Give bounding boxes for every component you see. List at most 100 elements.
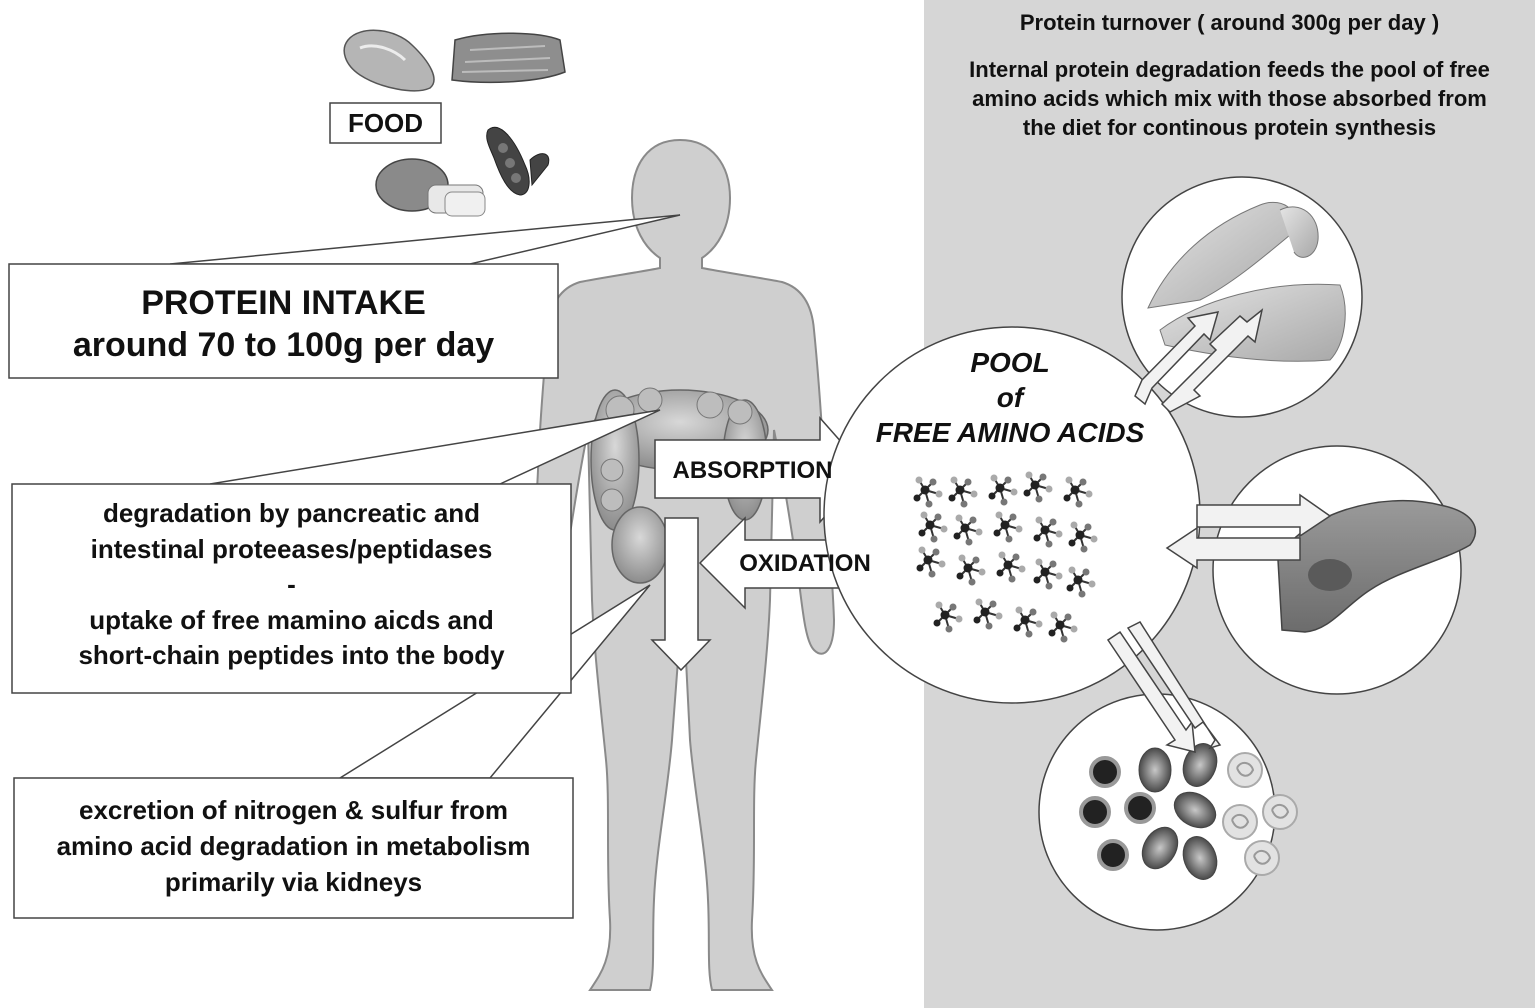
molecule-atom (1033, 576, 1041, 584)
molecule-atom (1033, 534, 1041, 542)
molecule-atom (1000, 520, 1010, 530)
molecule-atom (1005, 535, 1013, 543)
molecule-atom (932, 548, 940, 556)
excretion-line: amino acid degradation in metabolism (56, 831, 531, 861)
turnover-description: Internal protein degradation feeds the p… (924, 55, 1535, 142)
molecule-atom (1065, 476, 1073, 484)
molecule-atom (1055, 620, 1065, 630)
platelet-cell (1227, 752, 1263, 788)
molecule-atom (960, 523, 970, 533)
molecule-atom (1090, 535, 1098, 543)
molecule-atom (993, 529, 1001, 537)
degradation-line: - (287, 569, 296, 599)
platelet-nucleus (1253, 850, 1272, 865)
molecule-atom (1015, 525, 1023, 533)
molecule-atom (1008, 575, 1016, 583)
molecule-atom (1070, 625, 1078, 633)
molecule-atom (940, 610, 950, 620)
molecule-atom (1082, 568, 1090, 576)
molecule-atom (1012, 553, 1020, 561)
pool-line: POOL (970, 347, 1050, 378)
intake-box (8, 263, 559, 379)
molecule-atom (930, 535, 938, 543)
molecule-atom (975, 598, 983, 606)
molecule-atom (1004, 476, 1012, 484)
molecule-atom (955, 485, 965, 495)
molecule-atom (996, 569, 1004, 577)
molecule-atom (1078, 590, 1086, 598)
degradation-box (11, 483, 572, 694)
degradation-text: degradation by pancreatic and intestinal… (12, 496, 571, 674)
turnover-desc-line: Internal protein degradation feeds the p… (969, 57, 1490, 82)
molecule-atom (1073, 575, 1083, 585)
liver-exchange-arrows (1165, 493, 1332, 570)
molecule-atom (972, 556, 980, 564)
leukocyte-cell (1097, 839, 1129, 871)
degradation-line: uptake of free mamino aicds and (89, 604, 494, 635)
molecule-atom (953, 532, 961, 540)
molecule-atom (973, 616, 981, 624)
molecule-atom (1030, 480, 1040, 490)
molecule-atom (935, 490, 943, 498)
molecule-atom (1013, 624, 1021, 632)
molecule-atom (913, 494, 921, 502)
blood-cells (1079, 743, 1298, 880)
molecule-atom (995, 483, 1005, 493)
molecule-atom (948, 494, 956, 502)
leukocyte-cell (1079, 796, 1111, 828)
molecule-atom (918, 529, 926, 537)
molecule-atom (963, 563, 973, 573)
molecule-atom (960, 500, 968, 508)
molecule-atom (1070, 521, 1078, 529)
molecule-atom (1079, 478, 1087, 486)
molecule-atom (1085, 490, 1093, 498)
excretion-box (13, 777, 574, 919)
molecule-atom (934, 513, 942, 521)
steak-icon (343, 29, 435, 92)
molecule-atom (925, 500, 933, 508)
leukocyte-cell (1124, 792, 1156, 824)
molecule-atom (1068, 539, 1076, 547)
intake-title: PROTEIN INTAKE (141, 284, 426, 322)
molecule-atom (955, 514, 963, 522)
molecule-atom (958, 554, 966, 562)
molecule-atom (1075, 500, 1083, 508)
molecule-atom (918, 546, 926, 554)
degradation-line: short-chain peptides into the body (78, 640, 505, 670)
molecule-atom (1055, 530, 1063, 538)
platelet-cell (1244, 840, 1280, 876)
platelet-cell (1262, 794, 1298, 830)
molecule-atom (965, 538, 973, 546)
molecule-atom (1035, 495, 1043, 503)
molecule-atom (1080, 545, 1088, 553)
molecule-atom (968, 578, 976, 586)
degradation-line: degradation by pancreatic and (102, 498, 481, 528)
molecule-atom (1064, 613, 1072, 621)
molecule-atom (1035, 558, 1043, 566)
red-blood-cell (1138, 747, 1172, 793)
molecule-atom (1060, 635, 1068, 643)
molecule-atom (916, 564, 924, 572)
molecule-atom (988, 492, 996, 500)
excretion-line: excretion of nitrogen & sulfur from (78, 795, 509, 825)
molecule-atom (980, 607, 990, 617)
molecule-atom (1063, 494, 1071, 502)
molecule-atom (1050, 611, 1058, 619)
excretion-text: excretion of nitrogen & sulfur from amin… (14, 792, 573, 900)
molecule-atom (1009, 513, 1017, 521)
excretion-down-arrow (650, 517, 712, 672)
molecule-atom (1055, 572, 1063, 580)
bean-pod-icon (486, 127, 550, 196)
intake-amount: around 70 to 100g per day (72, 326, 495, 364)
molecule-atom (1029, 608, 1037, 616)
molecule-atom (935, 601, 943, 609)
molecule-atom (1045, 540, 1053, 548)
molecule-atom (1000, 498, 1008, 506)
molecule-atom (920, 511, 928, 519)
molecule-atom (945, 625, 953, 633)
molecule-atom (950, 476, 958, 484)
turnover-desc-line: the diet for continous protein synthesis (1022, 115, 1437, 140)
absorption-label: ABSORPTION (672, 457, 833, 484)
oxidation-label: OXIDATION (739, 550, 871, 577)
molecule-atom (949, 603, 957, 611)
